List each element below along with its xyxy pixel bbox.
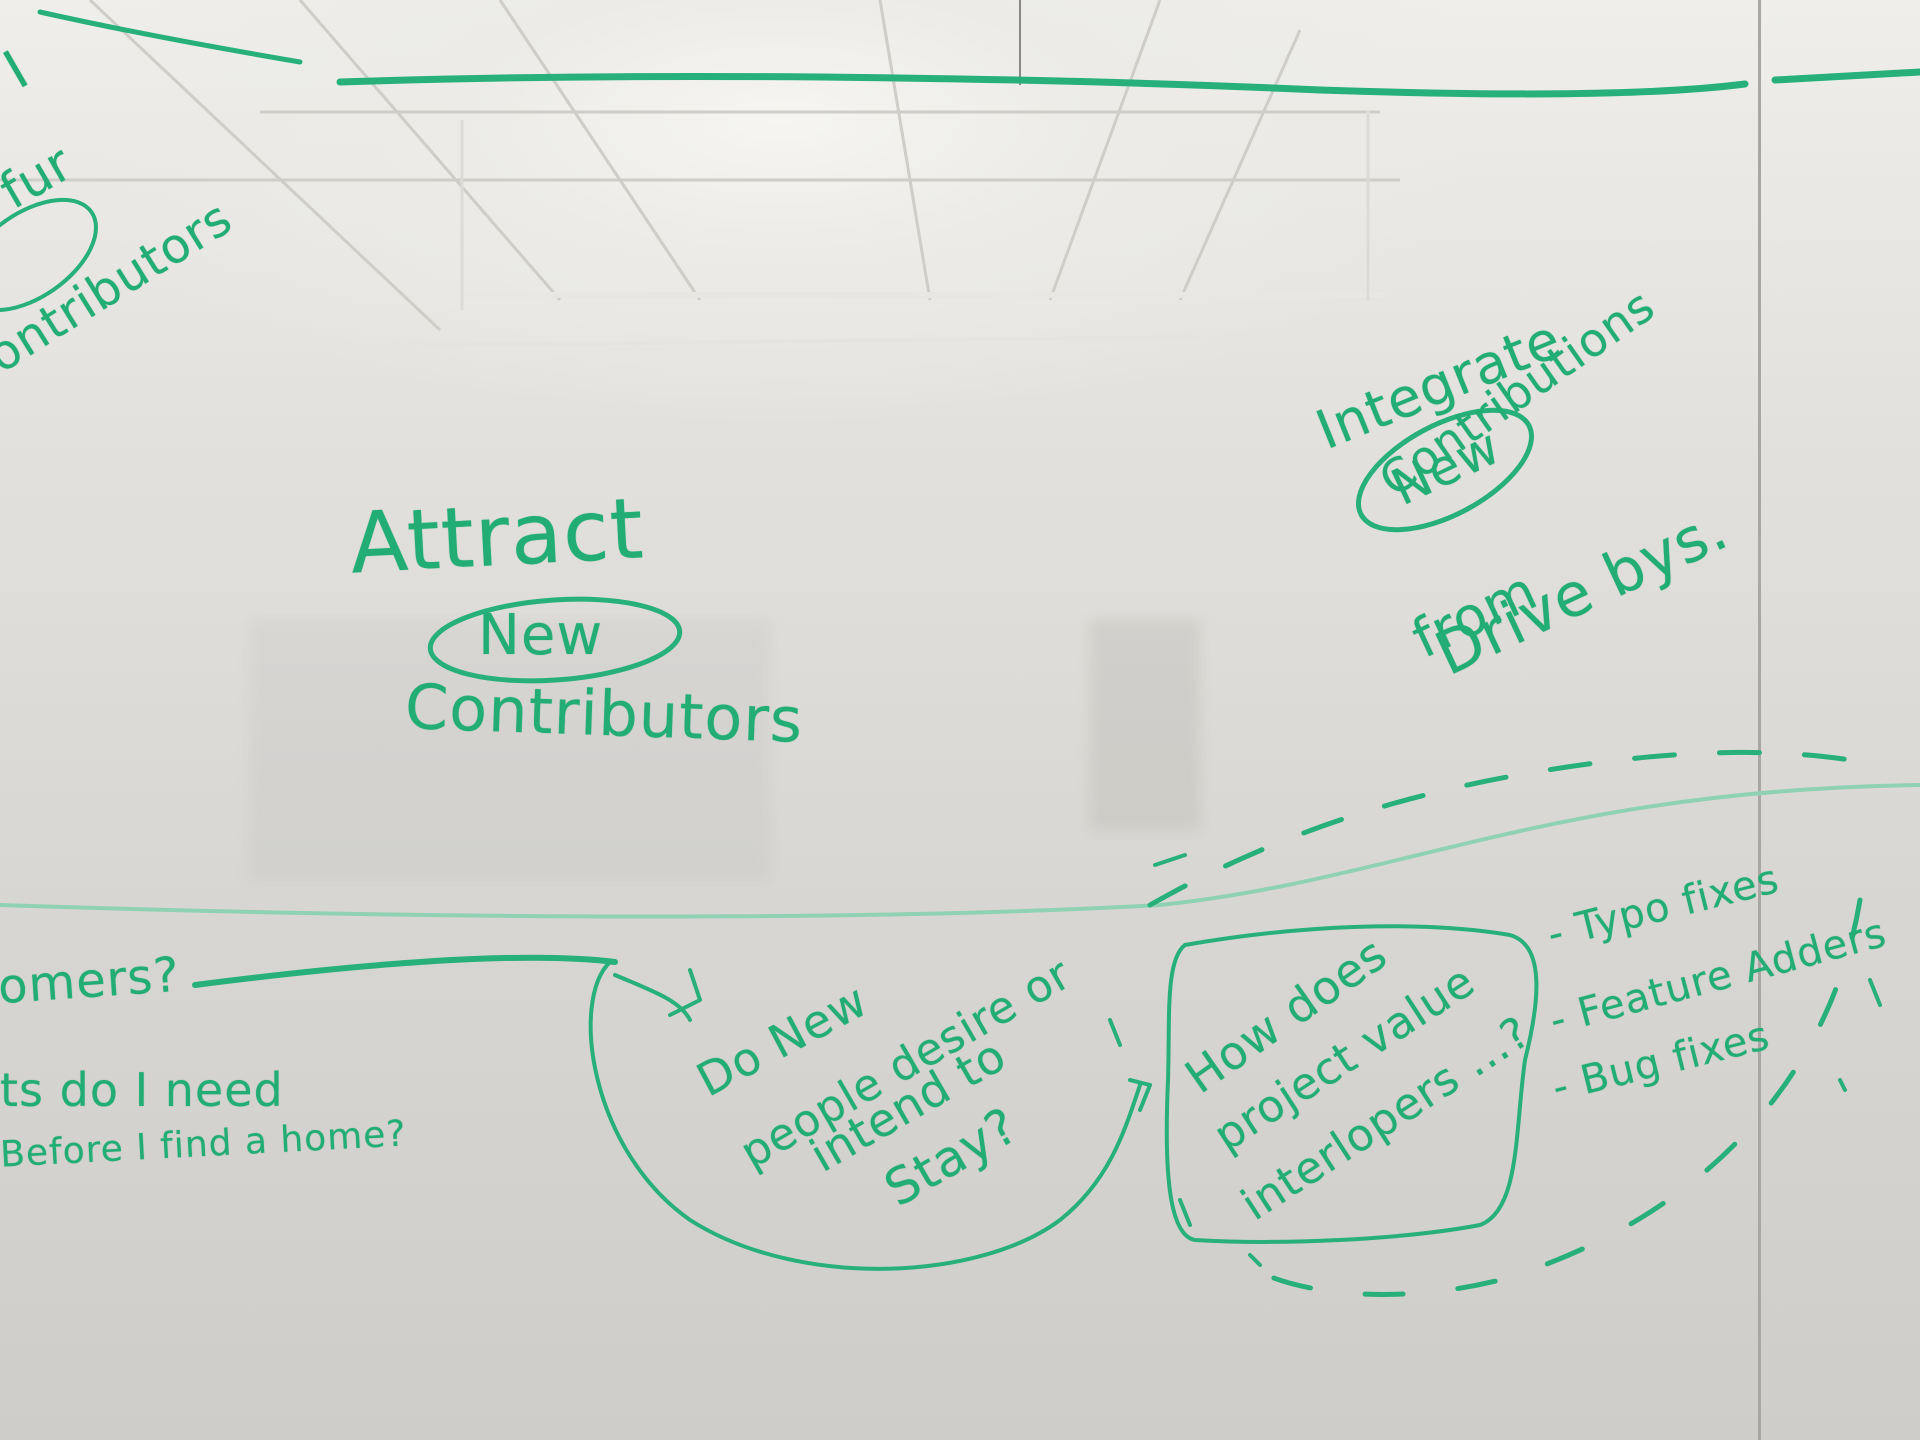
top-line-right (1771, 68, 1920, 84)
reflection-person (1090, 620, 1200, 830)
left-note-customers: omers? (0, 946, 182, 1016)
arrowhead-center (613, 968, 702, 1022)
top-left-stroke (37, 9, 303, 65)
tick-marks (1108, 853, 1882, 1267)
reflection-figure (250, 620, 770, 880)
top-line (336, 73, 1749, 98)
dashed-arc-bottom (1227, 897, 1863, 1297)
left-note-what-do-i-need: ts do I need (0, 1063, 284, 1117)
attract-title: Attract (347, 479, 647, 593)
arrowhead-box (1128, 1078, 1152, 1112)
integrate-new-circle (1356, 407, 1534, 533)
attract-new-circle (427, 596, 683, 684)
u-curve (588, 960, 1142, 1271)
arrow-line (192, 954, 618, 988)
dashed-arc-top (1147, 749, 1853, 908)
panel-seam (1758, 0, 1761, 1440)
middle-line (0, 783, 1920, 919)
question-box (1164, 924, 1539, 1244)
attract-contributors: Contributors (403, 670, 805, 757)
top-left-circle (0, 197, 98, 313)
attract-circled-new: New (478, 603, 604, 668)
